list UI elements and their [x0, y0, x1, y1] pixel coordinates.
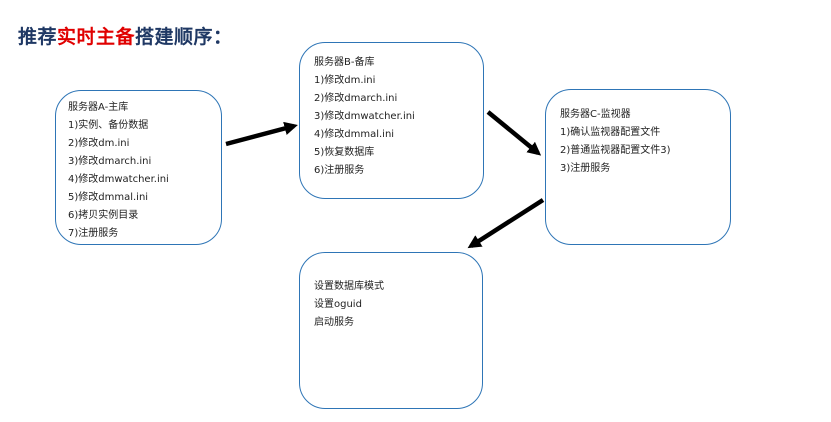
arrow-a-to-b: [225, 121, 298, 147]
box-b-line: 1)修改dm.ini: [314, 75, 376, 86]
box-b-line: 4)修改dmmal.ini: [314, 129, 395, 140]
box-d-line: 设置oguid: [314, 299, 362, 310]
server-b-standby-box: 服务器B-备库 1)修改dm.ini 2)修改dmarch.ini 3)修改dm…: [299, 42, 484, 199]
server-c-monitor-box: 服务器C-监视器 1)确认监视器配置文件 2)普通监视器配置文件3) 3)注册服…: [545, 89, 731, 245]
box-b-line: 6)注册服务: [314, 165, 365, 176]
box-a-line: 4)修改dmwatcher.ini: [68, 174, 169, 185]
box-b-line: 3)修改dmwatcher.ini: [314, 111, 415, 122]
box-c-line: 1)确认监视器配置文件: [560, 127, 661, 138]
box-a-line: 3)修改dmarch.ini: [68, 156, 152, 167]
server-a-primary-box: 服务器A-主库 1)实例、备份数据 2)修改dm.ini 3)修改dmarch.…: [55, 90, 222, 245]
title-prefix: 推荐: [18, 26, 58, 48]
title-highlight: 实时主备: [57, 26, 136, 48]
box-a-line: 7)注册服务: [68, 228, 119, 239]
box-a-line: 1)实例、备份数据: [68, 120, 149, 131]
box-c-line: 3)注册服务: [560, 163, 611, 174]
box-a-line: 6)拷贝实例目录: [68, 210, 139, 221]
page-title: 推荐实时主备搭建顺序：: [18, 22, 233, 49]
box-d-line: 启动服务: [314, 317, 354, 328]
box-a-line: 5)修改dmmal.ini: [68, 192, 149, 203]
arrow-b-to-c: [486, 110, 542, 156]
box-c-line: 2)普通监视器配置文件3): [560, 145, 671, 156]
startup-steps-box: 设置数据库模式 设置oguid 启动服务: [299, 252, 483, 409]
box-b-line: 5)恢复数据库: [314, 147, 375, 158]
arrow-c-to-d: [467, 198, 545, 249]
title-suffix: 搭建顺序：: [135, 26, 233, 48]
box-a-line: 服务器A-主库: [68, 102, 129, 113]
box-b-line: 服务器B-备库: [314, 57, 375, 68]
box-c-line: 服务器C-监视器: [560, 109, 631, 120]
box-a-line: 2)修改dm.ini: [68, 138, 130, 149]
box-b-line: 2)修改dmarch.ini: [314, 93, 398, 104]
box-d-line: 设置数据库模式: [314, 281, 384, 292]
